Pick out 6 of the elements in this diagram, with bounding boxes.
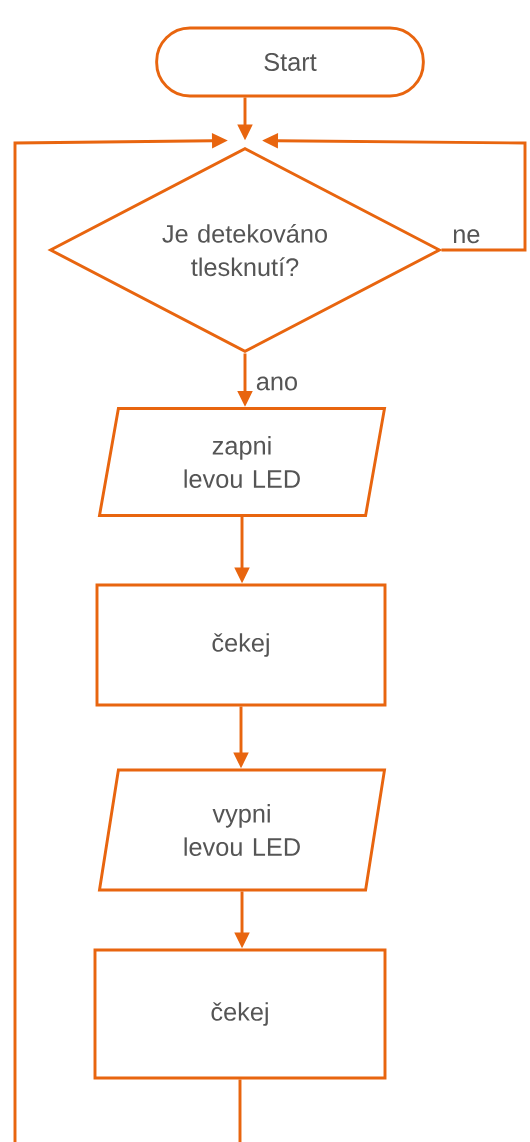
process-box: čekej [93, 948, 387, 1080]
arrow [13, 132, 242, 1142]
edge-label: ne [450, 228, 482, 245]
edge-label: ano [254, 375, 300, 392]
start-terminal: Start [155, 26, 425, 98]
process-box: čekej [95, 583, 387, 707]
